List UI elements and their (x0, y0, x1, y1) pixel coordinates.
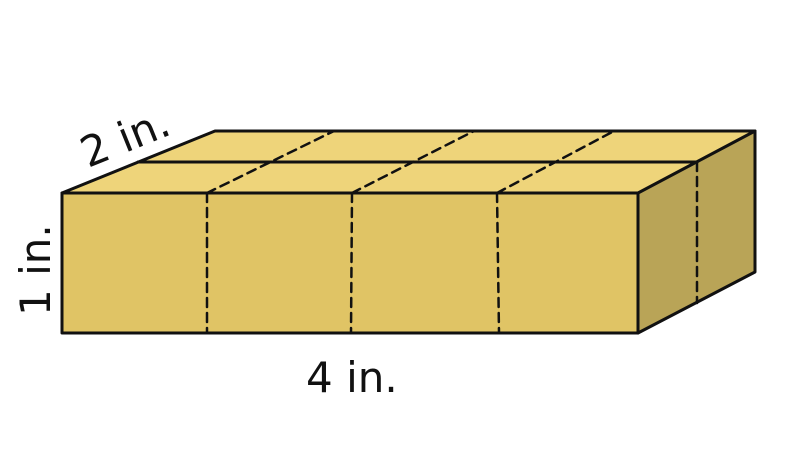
front-dash-2 (349, 191, 354, 335)
length-label: 4 in. (306, 353, 398, 402)
prism-front-face (62, 193, 638, 333)
side-outline (636, 129, 757, 335)
top-outline (60, 129, 757, 195)
top-dash-3 (495, 129, 616, 195)
front-dash-3 (495, 191, 501, 335)
height-label: 1 in. (11, 224, 60, 316)
top-dash-2 (350, 129, 476, 195)
top-dash-1 (205, 129, 336, 195)
